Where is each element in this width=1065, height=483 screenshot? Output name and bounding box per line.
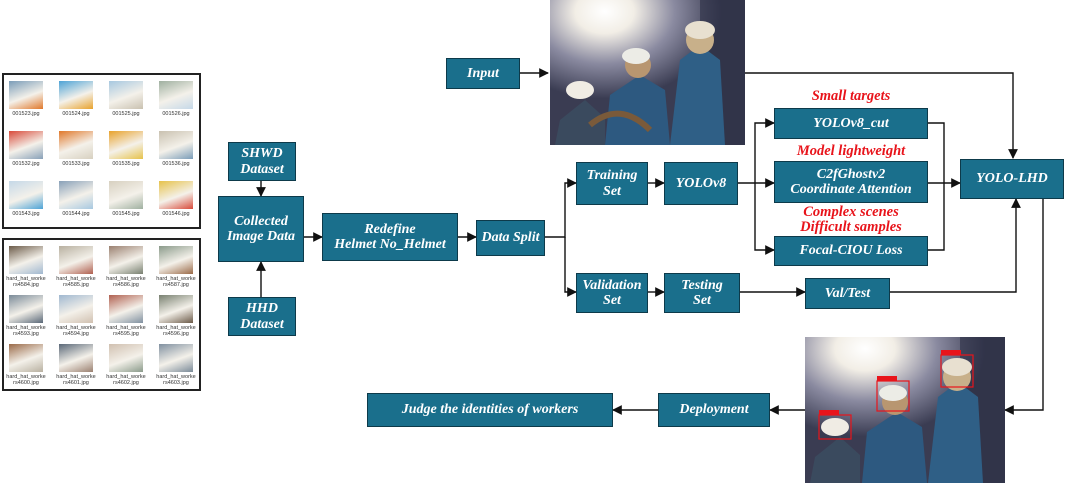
shwd-sample-thumbnail-caption: 001532.jpg: [12, 161, 40, 167]
shwd-sample-thumbnail-caption: 001524.jpg: [62, 111, 90, 117]
detection-result-photo: [805, 337, 1005, 483]
shwd-sample-thumbnail: [159, 131, 193, 159]
shwd-sample-thumbnail: [9, 181, 43, 209]
input-box: Input: [446, 58, 520, 89]
shwd-sample-thumbnail-caption: 001544.jpg: [62, 211, 90, 217]
shwd-sample-thumbnail-caption: 001523.jpg: [12, 111, 40, 117]
shwd-sample-thumbnail-caption: 001533.jpg: [62, 161, 90, 167]
shwd-sample-thumbnail-caption: 001545.jpg: [112, 211, 140, 217]
hhd-sample-thumbnail: [59, 344, 93, 372]
testing-set-box: Testing Set: [664, 273, 740, 313]
hhd-sample-thumbnail: [159, 295, 193, 323]
yolo-lhd-box: YOLO-LHD: [960, 159, 1064, 199]
hhd-sample-thumbnail: [9, 295, 43, 323]
hhd-sample-panel: hard_hat_worke rs4584.jpg hard_hat_worke …: [2, 238, 201, 391]
shwd-sample-thumbnail: [159, 181, 193, 209]
hhd-sample-thumbnail: [59, 295, 93, 323]
shwd-sample-thumbnail: [59, 181, 93, 209]
yolov8-cut-box: YOLOv8_cut: [774, 108, 928, 139]
hhd-sample-thumbnail: [59, 246, 93, 274]
shwd-sample-thumbnail: [109, 81, 143, 109]
annotation-small-targets: Small targets: [811, 88, 891, 104]
shwd-sample-thumbnail: [109, 181, 143, 209]
hhd-sample-thumbnail: [159, 344, 193, 372]
hhd-sample-thumbnail: [109, 295, 143, 323]
hhd-sample-thumbnail: [109, 246, 143, 274]
shwd-sample-thumbnail-caption: 001535.jpg: [112, 161, 140, 167]
collected-image-data-box: Collected Image Data: [218, 196, 304, 262]
hhd-sample-thumbnail: [159, 246, 193, 274]
shwd-dataset-box: SHWD Dataset: [228, 142, 296, 181]
hhd-sample-thumbnail: [9, 246, 43, 274]
focal-ciou-loss-box: Focal-CIOU Loss: [774, 236, 928, 266]
shwd-sample-thumbnail-caption: 001526.jpg: [162, 111, 190, 117]
judge-identities-box: Judge the identities of workers: [367, 393, 613, 427]
hhd-sample-thumbnail-caption: hard_hat_worke rs4601.jpg: [56, 374, 96, 387]
hhd-sample-thumbnail-caption: hard_hat_worke rs4587.jpg: [156, 276, 196, 289]
val-test-box: Val/Test: [805, 278, 890, 309]
shwd-sample-thumbnail: [109, 131, 143, 159]
hhd-sample-thumbnail-caption: hard_hat_worke rs4600.jpg: [6, 374, 46, 387]
shwd-sample-thumbnail-caption: 001546.jpg: [162, 211, 190, 217]
redefine-labels-box: Redefine Helmet No_Helmet: [322, 213, 458, 261]
shwd-sample-thumbnail: [59, 81, 93, 109]
yolov8-box: YOLOv8: [664, 162, 738, 205]
hhd-sample-thumbnail-caption: hard_hat_worke rs4585.jpg: [56, 276, 96, 289]
input-photo: [550, 0, 745, 145]
hhd-sample-thumbnail-caption: hard_hat_worke rs4584.jpg: [6, 276, 46, 289]
data-split-box: Data Split: [476, 220, 545, 256]
hhd-dataset-box: HHD Dataset: [228, 297, 296, 336]
annotation-complex-scenes: Complex scenes Difficult samples: [800, 204, 902, 236]
validation-set-box: Validation Set: [576, 273, 648, 313]
c2fghostv2-coordinate-attention-box: C2fGhostv2 Coordinate Attention: [774, 161, 928, 203]
hhd-sample-thumbnail-caption: hard_hat_worke rs4586.jpg: [106, 276, 146, 289]
annotation-model-lightweight: Model lightweight: [796, 143, 906, 159]
hhd-sample-thumbnail-caption: hard_hat_worke rs4593.jpg: [6, 325, 46, 338]
shwd-sample-thumbnail: [9, 81, 43, 109]
shwd-sample-thumbnail: [9, 131, 43, 159]
hhd-sample-thumbnail-caption: hard_hat_worke rs4603.jpg: [156, 374, 196, 387]
hhd-sample-thumbnail: [9, 344, 43, 372]
hhd-sample-thumbnail-caption: hard_hat_worke rs4596.jpg: [156, 325, 196, 338]
hhd-sample-thumbnail: [109, 344, 143, 372]
hhd-sample-thumbnail-caption: hard_hat_worke rs4602.jpg: [106, 374, 146, 387]
shwd-sample-thumbnail-caption: 001543.jpg: [12, 211, 40, 217]
shwd-sample-panel: 001523.jpg 001524.jpg 001525.jpg 001526.jpg…: [2, 73, 201, 229]
hhd-sample-thumbnail-caption: hard_hat_worke rs4594.jpg: [56, 325, 96, 338]
training-set-box: Training Set: [576, 162, 648, 205]
deployment-box: Deployment: [658, 393, 770, 427]
hhd-sample-thumbnail-caption: hard_hat_worke rs4595.jpg: [106, 325, 146, 338]
shwd-sample-thumbnail-caption: 001536.jpg: [162, 161, 190, 167]
shwd-sample-thumbnail-caption: 001525.jpg: [112, 111, 140, 117]
shwd-sample-thumbnail: [59, 131, 93, 159]
shwd-sample-thumbnail: [159, 81, 193, 109]
